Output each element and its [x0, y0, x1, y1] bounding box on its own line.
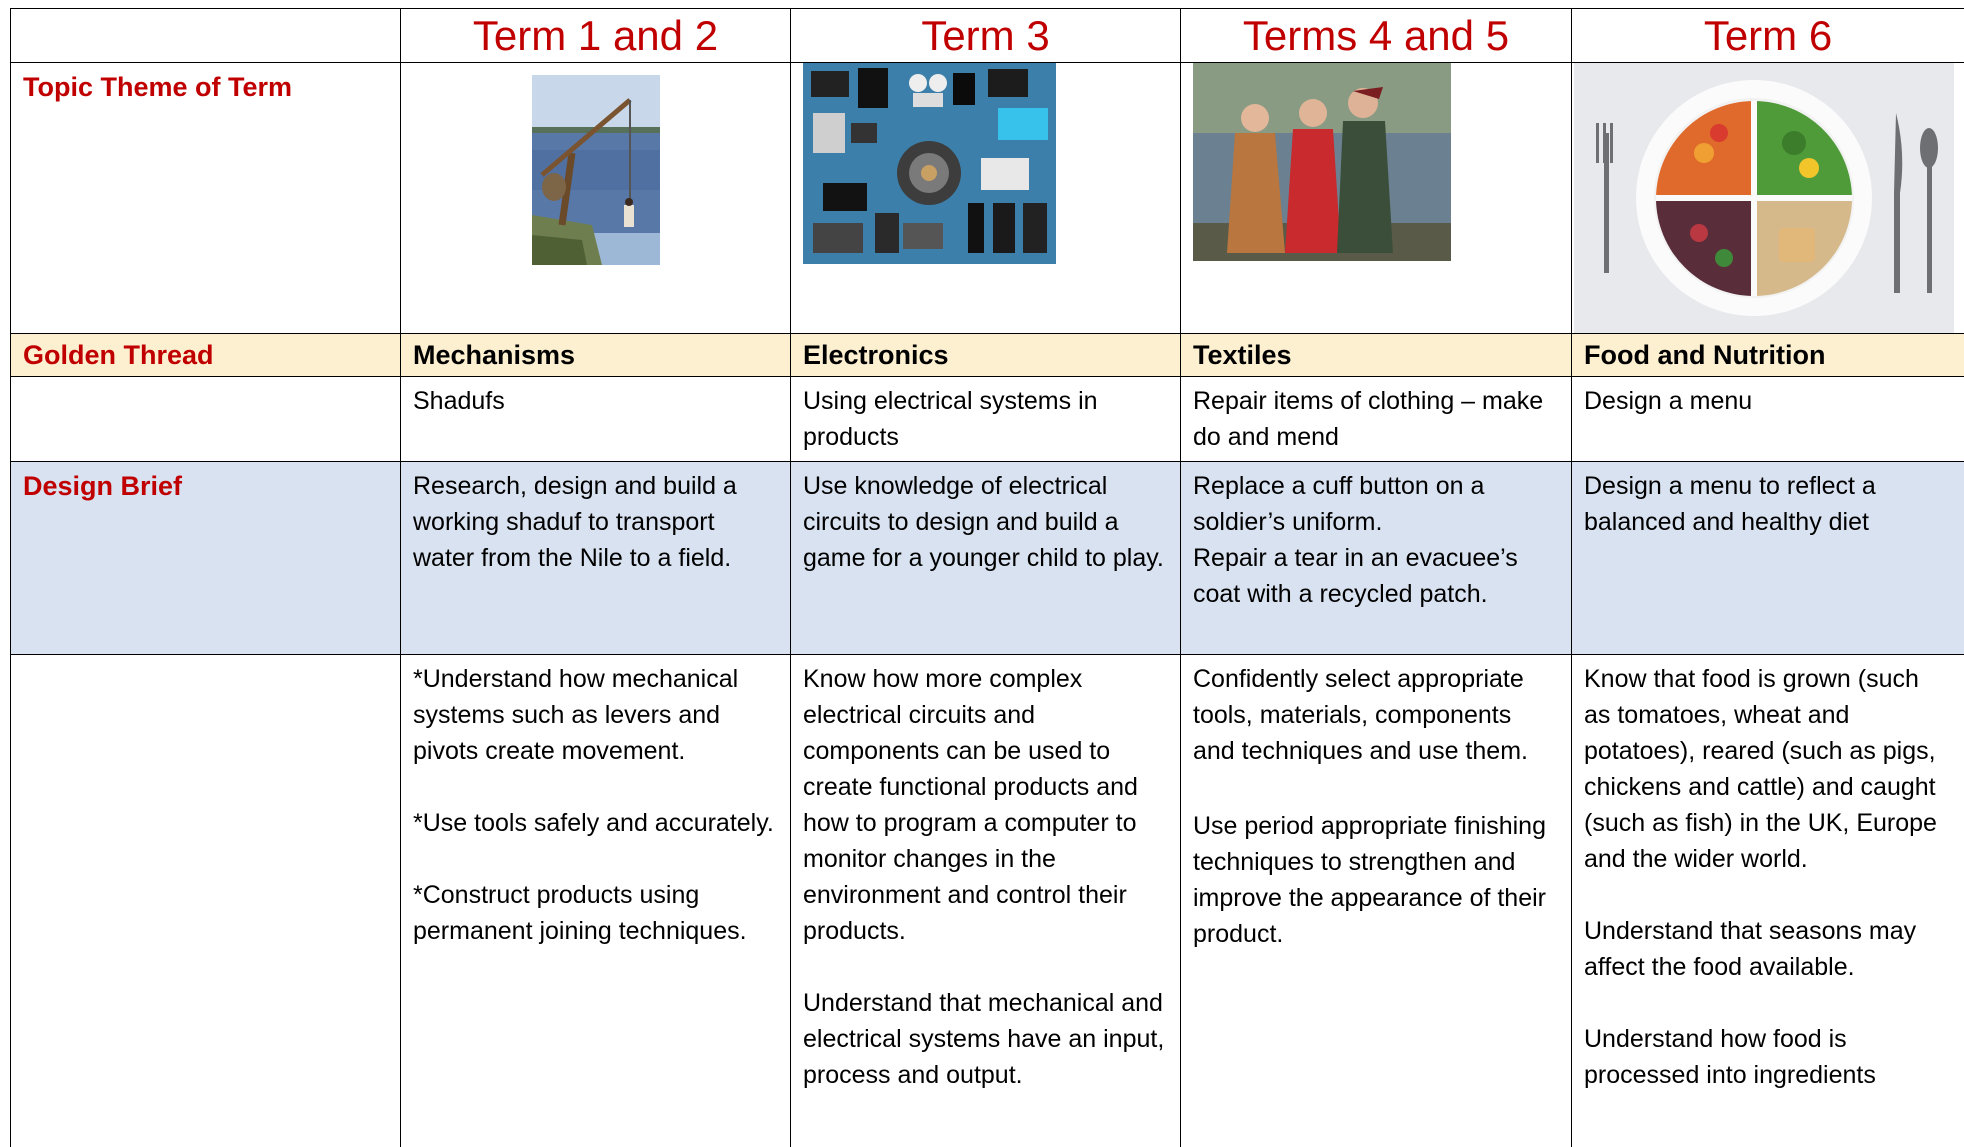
subtopic-term-3: Using electrical systems in products [791, 377, 1181, 462]
topic-image-cell-3 [1181, 63, 1572, 334]
golden-thread-label-cell: Golden Thread [11, 334, 401, 377]
electronics-flatlay-photo [803, 63, 1056, 264]
topic-image-cell-1 [401, 63, 791, 334]
header-row: Term 1 and 2 Term 3 Terms 4 and 5 Term 6 [11, 9, 1964, 63]
subtopic-terms-4-5: Repair items of clothing – make do and m… [1181, 377, 1572, 462]
design-brief-term-6: Design a menu to reflect a balanced and … [1572, 462, 1964, 655]
knowledge-term-3: Know how more complex electrical circuit… [791, 655, 1181, 1147]
design-brief-label: Design Brief [23, 471, 182, 501]
topic-label: Topic Theme of Term [23, 72, 292, 102]
wartime-women-photo [1193, 63, 1451, 261]
knowledge-paragraph: Know that food is grown (such as tomatoe… [1584, 661, 1952, 877]
design-brief-text: Design a menu to reflect a balanced and … [1584, 468, 1952, 540]
topic-image-cell-4 [1572, 63, 1964, 334]
knowledge-term-1-2: *Understand how mechanical systems such … [401, 655, 791, 1147]
knowledge-term-6: Know that food is grown (such as tomatoe… [1572, 655, 1964, 1147]
subtopic-term-1-2: Shadufs [401, 377, 791, 462]
knowledge-paragraph: Understand how food is processed into in… [1584, 1021, 1952, 1093]
knowledge-paragraph: Confidently select appropriate tools, ma… [1193, 661, 1559, 769]
topic-image-cell-2 [791, 63, 1181, 334]
healthy-plate-photo [1574, 63, 1954, 333]
design-brief-text: Use knowledge of electrical circuits to … [803, 468, 1168, 576]
knowledge-paragraph: Understand that mechanical and electrica… [803, 985, 1168, 1093]
golden-thread-term-3: Electronics [791, 334, 1181, 377]
design-brief-text: Repair a tear in an evacuee’s coat with … [1193, 540, 1559, 612]
knowledge-paragraph: Understand that seasons may affect the f… [1584, 913, 1952, 985]
golden-thread-label: Golden Thread [23, 340, 214, 370]
design-brief-text: Research, design and build a working sha… [413, 468, 778, 576]
header-term-3: Term 3 [791, 9, 1181, 63]
subtopic-row: Shadufs Using electrical systems in prod… [11, 377, 1964, 462]
header-terms-4-5: Terms 4 and 5 [1181, 9, 1572, 63]
design-brief-label-cell: Design Brief [11, 462, 401, 655]
knowledge-terms-4-5: Confidently select appropriate tools, ma… [1181, 655, 1572, 1147]
header-term-6: Term 6 [1572, 9, 1964, 63]
knowledge-paragraph: *Use tools safely and accurately. [413, 805, 778, 841]
knowledge-paragraph: Know how more complex electrical circuit… [803, 661, 1168, 949]
header-corner [11, 9, 401, 63]
shaduf-photo [532, 75, 660, 265]
topic-row: Topic Theme of Term [11, 63, 1964, 334]
design-brief-term-1-2: Research, design and build a working sha… [401, 462, 791, 655]
knowledge-label-cell [11, 655, 401, 1147]
knowledge-paragraph: *Understand how mechanical systems such … [413, 661, 778, 769]
golden-thread-term-6: Food and Nutrition [1572, 334, 1964, 377]
topic-label-cell: Topic Theme of Term [11, 63, 401, 334]
golden-thread-term-1-2: Mechanisms [401, 334, 791, 377]
design-brief-text: Replace a cuff button on a soldier’s uni… [1193, 468, 1559, 540]
golden-thread-terms-4-5: Textiles [1181, 334, 1572, 377]
design-brief-terms-4-5: Replace a cuff button on a soldier’s uni… [1181, 462, 1572, 655]
curriculum-table: Term 1 and 2 Term 3 Terms 4 and 5 Term 6… [10, 8, 1964, 1147]
knowledge-paragraph: Use period appropriate finishing techniq… [1193, 808, 1559, 952]
subtopic-term-6: Design a menu [1572, 377, 1964, 462]
subtopic-label-cell [11, 377, 401, 462]
golden-thread-row: Golden Thread Mechanisms Electronics Tex… [11, 334, 1964, 377]
design-brief-term-3: Use knowledge of electrical circuits to … [791, 462, 1181, 655]
header-term-1-2: Term 1 and 2 [401, 9, 791, 63]
knowledge-paragraph: *Construct products using permanent join… [413, 877, 778, 949]
knowledge-row: *Understand how mechanical systems such … [11, 655, 1964, 1147]
design-brief-row: Design Brief Research, design and build … [11, 462, 1964, 655]
